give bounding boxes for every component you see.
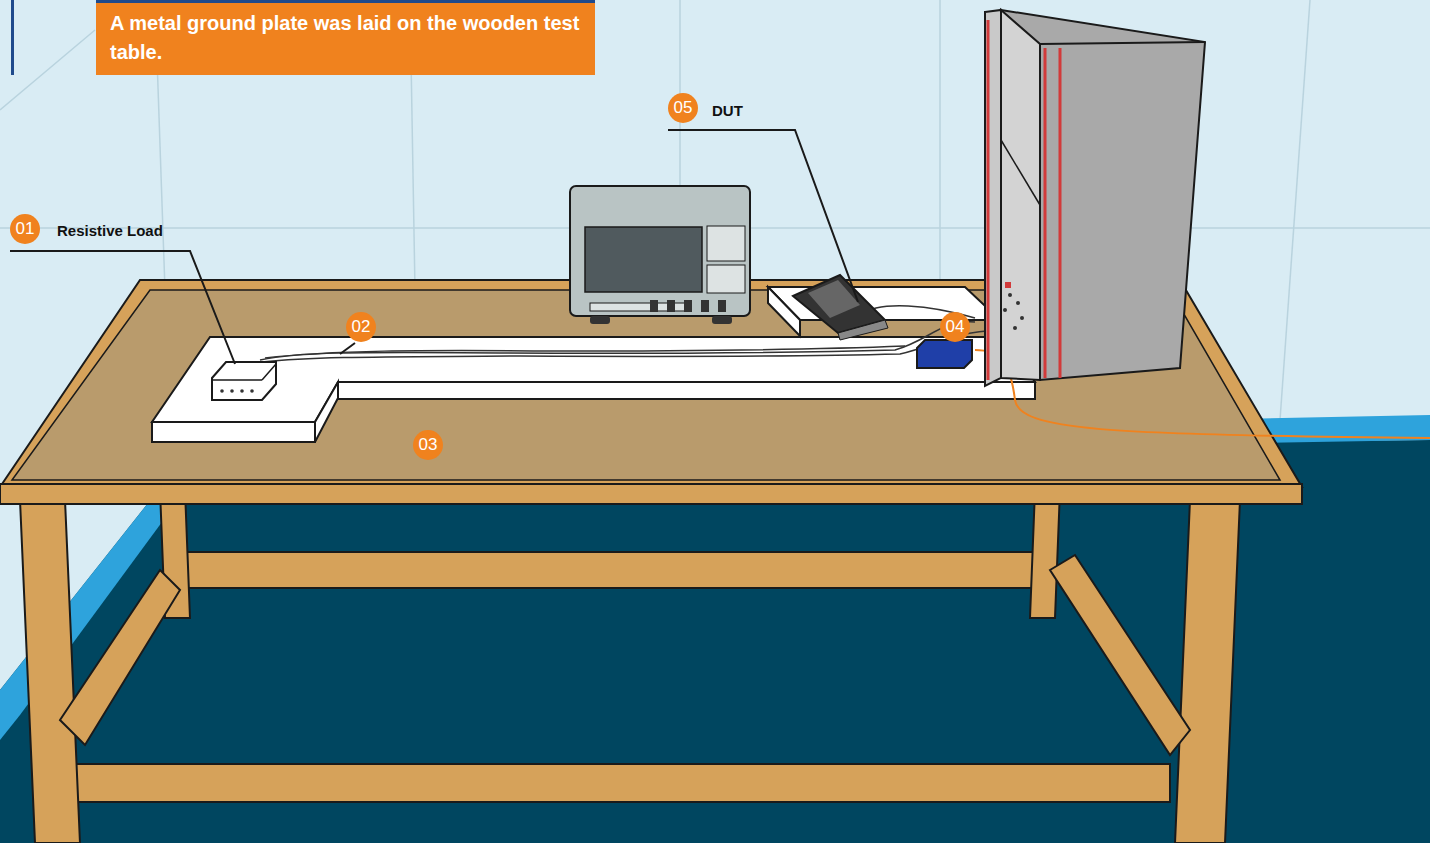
callout-number: 05 — [668, 93, 698, 123]
part-name: DUT — [712, 102, 743, 119]
part-name: Resistive Load — [57, 222, 163, 239]
note-box: A metal ground plate was laid on the woo… — [96, 3, 595, 75]
callout-number: 03 — [413, 430, 443, 460]
callout-number: 01 — [10, 214, 40, 244]
callout-number: 04 — [940, 312, 970, 342]
callout-number: 02 — [346, 312, 376, 342]
note-text: A metal ground plate was laid on the woo… — [110, 9, 581, 67]
